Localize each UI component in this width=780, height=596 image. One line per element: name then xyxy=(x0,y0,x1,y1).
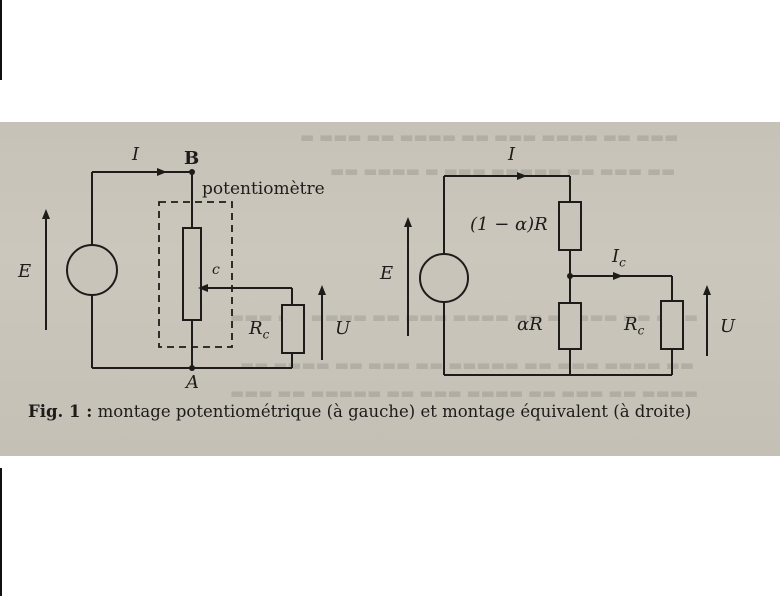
upper-resistor-label: (1 − α)R xyxy=(470,214,548,235)
node-a-dot xyxy=(189,365,195,371)
potentiometer-resistor xyxy=(182,227,202,321)
left-voltage-label: U xyxy=(335,318,351,339)
background-texture: ▬▬▬ ▬▬ ▬▬▬▬▬ ▬▬ ▬▬▬ ▬▬▬▬ ▬▬ ▬▬▬ ▬▬ ▬▬▬▬ xyxy=(230,384,699,402)
voltage-source-symbol xyxy=(419,253,469,303)
scan-edge-mark-top xyxy=(0,0,2,80)
right-current-label: I xyxy=(508,144,516,165)
right-source-label: E xyxy=(380,263,394,284)
left-load-label: Rc xyxy=(249,318,270,342)
load-resistor-rc xyxy=(281,304,305,354)
background-texture: ▬ ▬▬▬ ▬▬ ▬▬▬▬ ▬▬ ▬▬▬ ▬▬▬▬ ▬▬ ▬▬▬ xyxy=(300,128,679,146)
right-voltage-label: U xyxy=(720,316,736,337)
potentiometer-label: potentiomètre xyxy=(202,179,325,199)
background-texture: ▬▬ ▬▬▬▬ ▬▬ ▬▬▬ ▬▬ ▬▬▬▬▬ ▬▬ ▬▬▬ ▬▬▬▬ ▬▬ xyxy=(240,356,694,374)
node-b-dot xyxy=(189,169,195,175)
left-source-label: E xyxy=(18,261,32,282)
scan-edge-mark-bottom xyxy=(0,468,2,596)
caption-text: montage potentiométrique (à gauche) et m… xyxy=(97,402,692,421)
figure-caption: Fig. 1 : montage potentiométrique (à gau… xyxy=(28,402,691,421)
left-circuit xyxy=(42,168,326,369)
lower-resistor-label: αR xyxy=(517,314,543,335)
load-resistor-rc xyxy=(660,300,684,350)
upper-resistor xyxy=(558,201,582,251)
junction-dot xyxy=(567,273,573,279)
node-a-label: A xyxy=(186,372,199,393)
left-current-label: I xyxy=(132,144,140,165)
cursor-label: c xyxy=(212,262,220,278)
caption-prefix: Fig. 1 : xyxy=(28,402,93,421)
node-b-label: B xyxy=(184,148,200,169)
potentiometer-box xyxy=(158,201,233,348)
right-load-label: Rc xyxy=(624,314,645,338)
photographed-page: ▬ ▬▬▬ ▬▬ ▬▬▬▬ ▬▬ ▬▬▬ ▬▬▬▬ ▬▬ ▬▬▬ ▬▬ ▬▬▬▬… xyxy=(0,122,780,456)
voltage-source-symbol xyxy=(66,244,118,296)
lower-resistor xyxy=(558,302,582,350)
background-texture: ▬▬ ▬▬▬▬ ▬ ▬▬▬ ▬▬▬▬▬ ▬▬ ▬▬▬ ▬▬ xyxy=(330,162,676,180)
right-circuit xyxy=(404,172,711,376)
load-current-label: Ic xyxy=(612,246,626,270)
